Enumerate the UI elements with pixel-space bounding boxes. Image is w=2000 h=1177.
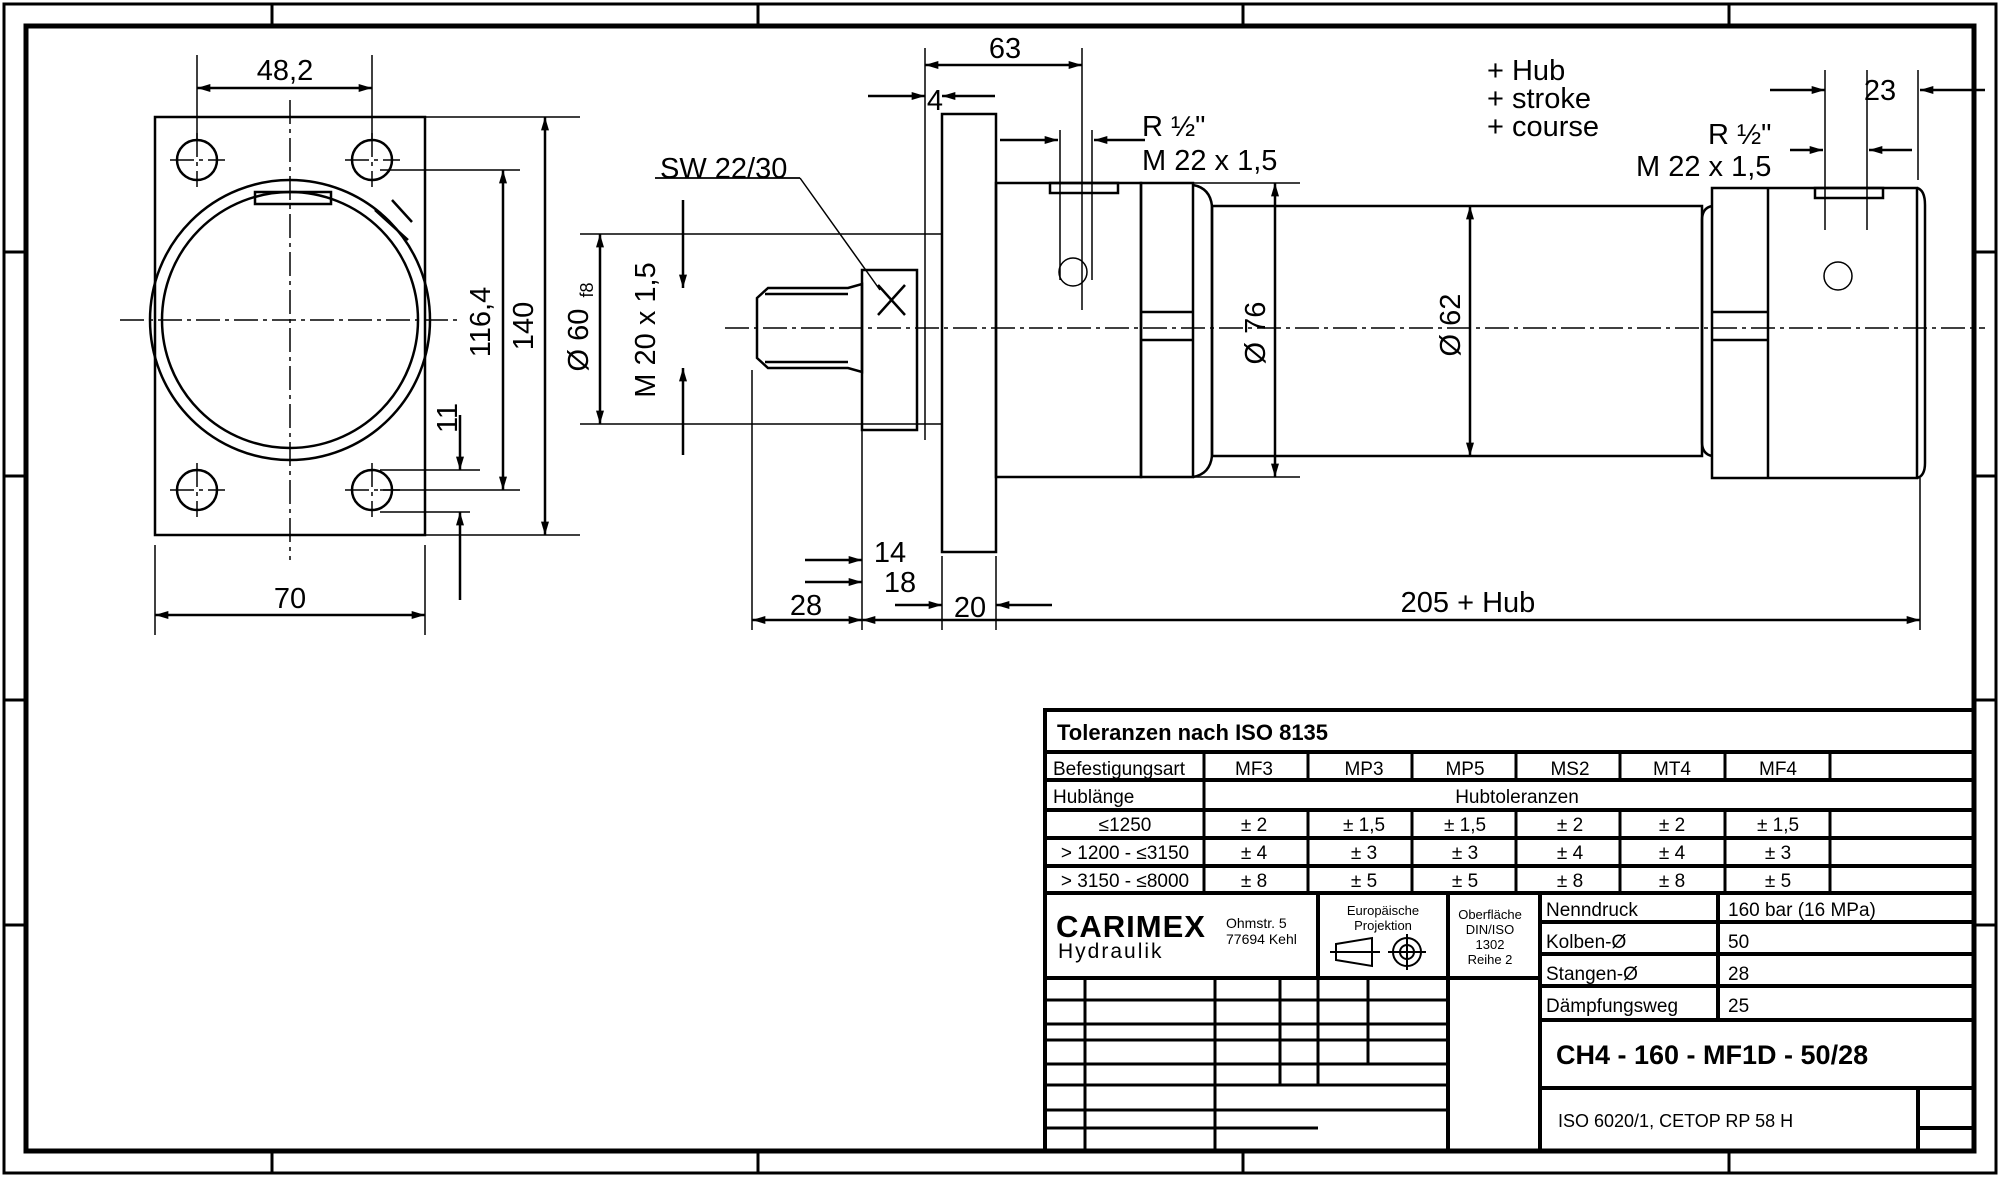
projection-symbol-icon — [1330, 934, 1426, 970]
rod-end-hex — [860, 268, 919, 432]
mounting-label: MF4 — [1759, 759, 1797, 780]
dim-140: 140 — [508, 302, 540, 350]
tolerance-value: ± 5 — [1765, 871, 1791, 892]
dia-76: Ø 76 — [1240, 302, 1272, 365]
address-street: Ohmstr. 5 — [1226, 915, 1287, 931]
tolerance-value: ± 3 — [1765, 843, 1791, 864]
model-designation: CH4 - 160 - MF1D - 50/28 — [1556, 1040, 1868, 1070]
spec-value: 25 — [1728, 996, 1749, 1017]
tolerance-value: ± 3 — [1351, 843, 1377, 864]
mounting-label: MS2 — [1550, 759, 1589, 780]
dim-11: 11 — [432, 403, 464, 433]
tolerance-value: ± 8 — [1557, 871, 1583, 892]
collar — [1139, 181, 1195, 479]
dim-70: 70 — [274, 583, 306, 615]
cap-block — [1710, 186, 1919, 480]
tolerance-value: ± 1,5 — [1757, 815, 1799, 836]
mounting-label: MP3 — [1344, 759, 1383, 780]
plus-course: + course — [1487, 111, 1599, 143]
surface-label: Oberfläche — [1458, 907, 1522, 922]
wrench-size-label: SW 22/30 — [660, 153, 787, 185]
befestigung-label: Befestigungsart — [1053, 759, 1186, 780]
tolerance-value: ± 2 — [1557, 815, 1583, 836]
port-right-thread-r: R ½" — [1708, 119, 1771, 151]
spec-value: 50 — [1728, 932, 1749, 953]
tolerance-value: ± 1,5 — [1444, 815, 1486, 836]
dia-60-fit: f8 — [577, 282, 597, 297]
spec-label: Nenndruck — [1546, 900, 1638, 921]
port-left-thread-r: R ½" — [1142, 111, 1205, 143]
stroke-range: > 3150 - ≤8000 — [1061, 871, 1189, 892]
port-right-thread-m: M 22 x 1,5 — [1636, 151, 1771, 183]
projection-label: Europäische — [1347, 903, 1419, 918]
dia-62: Ø 62 — [1435, 294, 1467, 357]
spec-value: 28 — [1728, 964, 1749, 985]
tolerance-heading: Toleranzen nach ISO 8135 — [1057, 720, 1328, 745]
dia-60: Ø 60 — [563, 309, 595, 372]
company-logo: CARIMEX — [1056, 909, 1206, 944]
plus-stroke: + stroke — [1487, 83, 1591, 115]
standard-reference: ISO 6020/1, CETOP RP 58 H — [1558, 1111, 1793, 1131]
surface-label: DIN/ISO — [1466, 922, 1514, 937]
tolerance-value: ± 2 — [1659, 815, 1685, 836]
head-block — [994, 181, 1143, 479]
spec-label: Stangen-Ø — [1546, 964, 1638, 985]
front-view: 48,2 116,4 140 11 70 — [120, 55, 580, 635]
dim-28: 28 — [790, 590, 822, 622]
tolerance-value: ± 4 — [1241, 843, 1268, 864]
piston-rod-thread — [755, 282, 864, 374]
stroke-range: ≤1250 — [1099, 815, 1152, 836]
surface-label: Reihe 2 — [1468, 952, 1513, 967]
dim-18: 18 — [884, 567, 916, 599]
dim-116-4: 116,4 — [465, 287, 497, 357]
spec-value: 160 bar (16 MPa) — [1728, 900, 1876, 921]
projection-label: Projektion — [1354, 918, 1412, 933]
dim-63: 63 — [989, 33, 1021, 65]
tolerance-value: ± 8 — [1659, 871, 1685, 892]
tolerance-value: ± 4 — [1659, 843, 1686, 864]
dim-14: 14 — [874, 537, 906, 569]
mounting-flange — [940, 112, 998, 554]
side-view: 63 4 SW 22/30 Ø 60 f8 M 20 x 1,5 R ½" M … — [563, 33, 1985, 630]
tolerance-value: ± 3 — [1452, 843, 1478, 864]
tolerance-value: ± 5 — [1452, 871, 1478, 892]
tolerance-value: ± 8 — [1241, 871, 1267, 892]
hubtoleranzen-label: Hubtoleranzen — [1455, 787, 1579, 808]
port-left-thread-m: M 22 x 1,5 — [1142, 145, 1277, 177]
dim-48-2: 48,2 — [257, 55, 313, 87]
stroke-range: > 1200 - ≤3150 — [1061, 843, 1189, 864]
dim-23: 23 — [1864, 75, 1896, 107]
hublaenge-label: Hublänge — [1053, 787, 1134, 808]
title-block: Toleranzen nach ISO 8135 Befestigungsart… — [1043, 708, 1976, 1153]
tolerance-value: ± 2 — [1241, 815, 1267, 836]
spec-label: Dämpfungsweg — [1546, 996, 1678, 1017]
dim-20: 20 — [954, 592, 986, 624]
address-city: 77694 Kehl — [1226, 931, 1297, 947]
rod-thread-label: M 20 x 1,5 — [630, 262, 662, 397]
surface-label: 1302 — [1476, 937, 1505, 952]
tolerance-value: ± 4 — [1557, 843, 1584, 864]
tolerance-value: ± 1,5 — [1343, 815, 1385, 836]
dim-4: 4 — [927, 85, 943, 117]
mounting-label: MP5 — [1445, 759, 1484, 780]
company-subtitle: Hydraulik — [1058, 940, 1164, 963]
tolerance-value: ± 5 — [1351, 871, 1377, 892]
plus-hub: + Hub — [1487, 55, 1565, 87]
spec-label: Kolben-Ø — [1546, 932, 1626, 953]
dim-total-length: 205 + Hub — [1401, 587, 1536, 619]
mounting-label: MT4 — [1653, 759, 1691, 780]
mounting-label: MF3 — [1235, 759, 1273, 780]
